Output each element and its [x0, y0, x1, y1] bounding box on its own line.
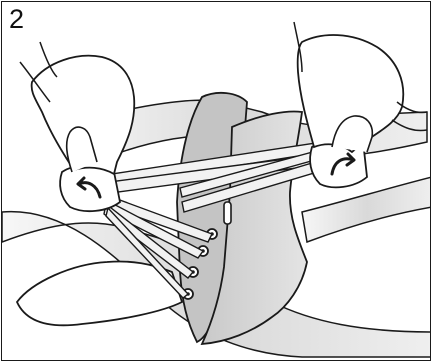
illustration-frame: 2 — [1, 1, 431, 361]
strap-right — [302, 177, 431, 242]
pin — [224, 202, 231, 224]
ankle-brace-illustration — [2, 2, 431, 361]
